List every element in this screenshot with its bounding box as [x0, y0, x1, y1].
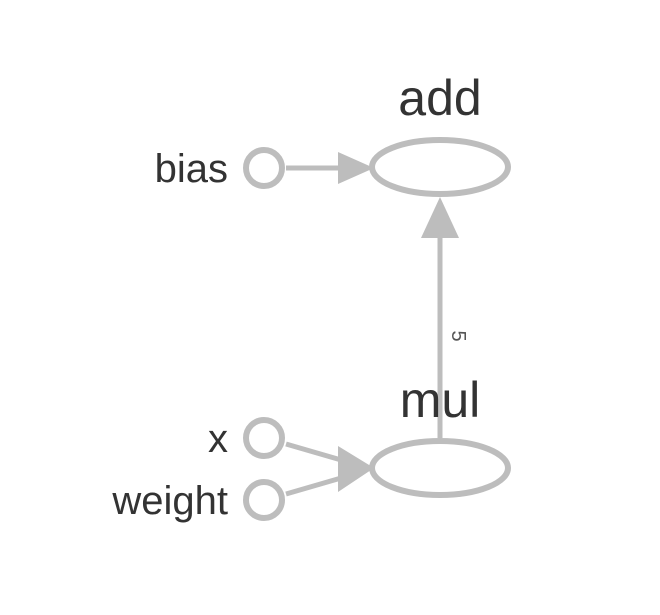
weight-circle[interactable]	[243, 479, 285, 521]
bias-circle[interactable]	[243, 147, 285, 189]
x-label: x	[208, 417, 228, 461]
op-node-add[interactable]: add	[369, 70, 511, 197]
mul-ellipse[interactable]	[369, 438, 511, 498]
edge-bias-to-add	[286, 152, 374, 184]
x-circle[interactable]	[243, 417, 285, 459]
input-node-bias[interactable]: bias	[155, 147, 285, 191]
edge-weight-to-mul	[285, 473, 349, 497]
input-node-weight[interactable]: weight	[111, 479, 285, 523]
edge-x-to-mul	[285, 441, 349, 465]
input-node-x[interactable]: x	[208, 417, 285, 461]
weight-label: weight	[111, 479, 228, 523]
bias-label: bias	[155, 147, 228, 191]
add-label: add	[398, 70, 481, 126]
mul-label: mul	[400, 372, 481, 428]
add-ellipse[interactable]	[369, 137, 511, 197]
edge-label-mul-add: 5	[447, 330, 469, 341]
edge-mul-to-add: 5	[421, 197, 469, 438]
arrowhead-into-mul	[338, 446, 374, 492]
op-node-mul[interactable]: mul	[369, 372, 511, 498]
